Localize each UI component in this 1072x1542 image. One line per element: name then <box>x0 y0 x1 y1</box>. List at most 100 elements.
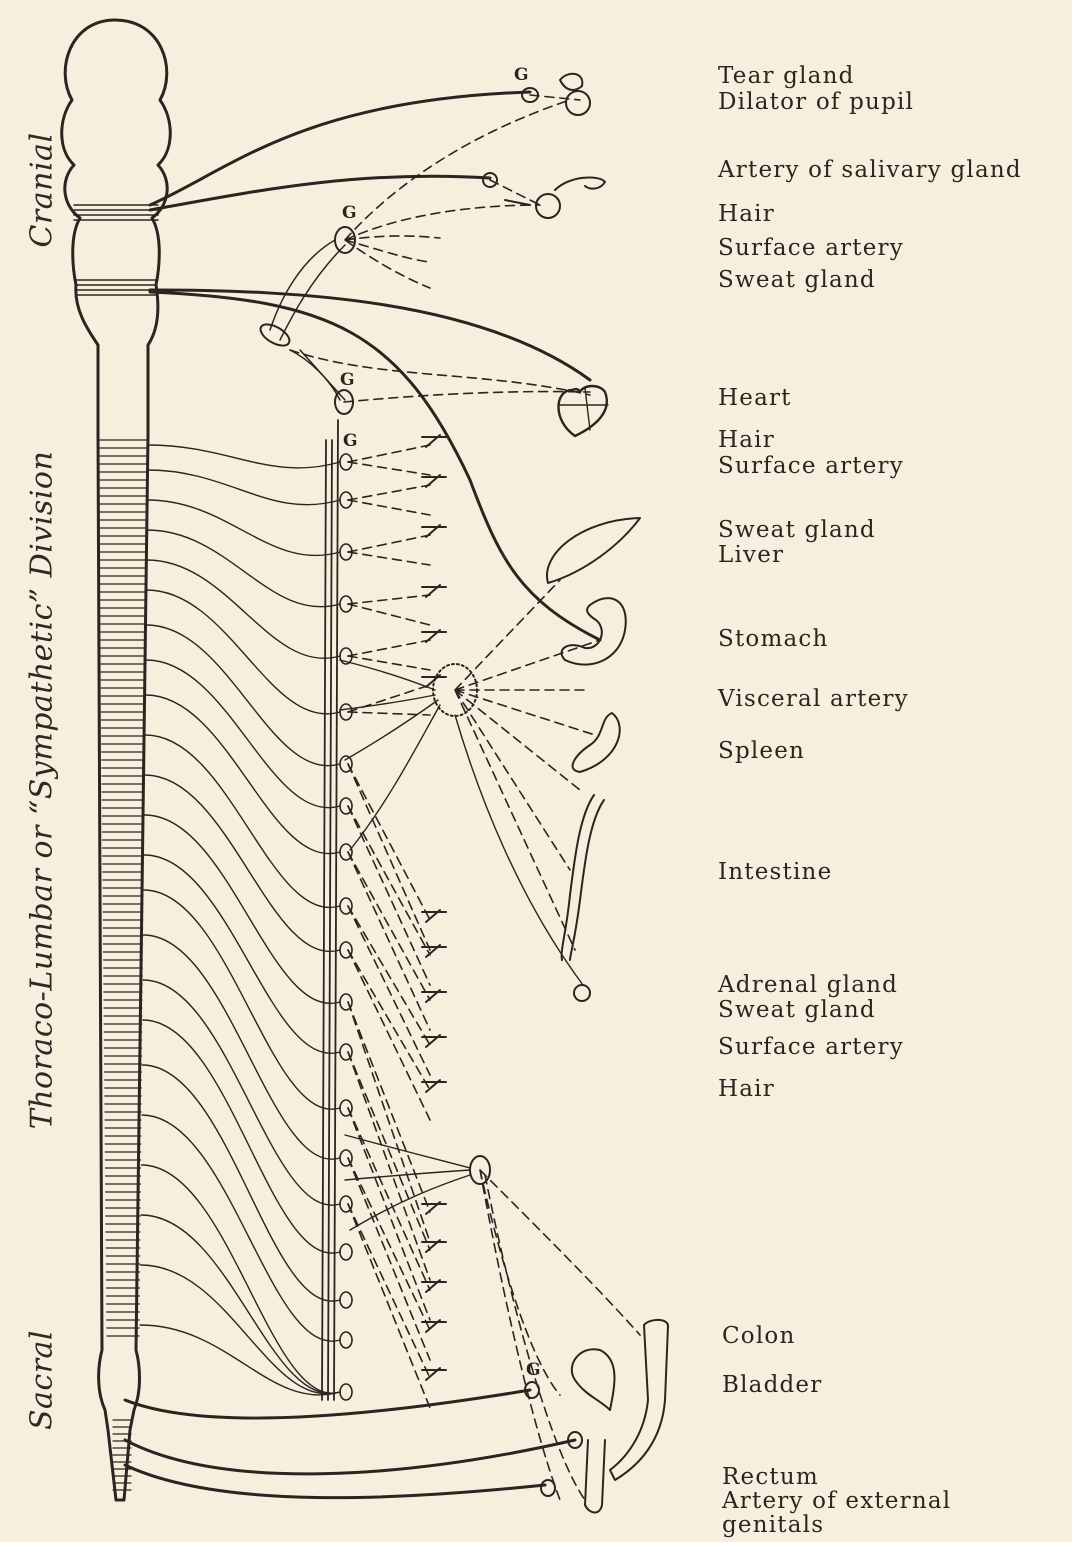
postganglionic-fiber <box>348 906 430 1045</box>
effector-mark <box>422 1368 446 1380</box>
organ-label: Surface artery <box>718 236 904 260</box>
spleen-organ <box>573 713 620 772</box>
postganglionic-fiber <box>348 485 430 500</box>
spinal-nerve <box>145 735 340 907</box>
spinal-nerve <box>141 1265 340 1394</box>
organ-label: Rectum <box>722 1465 819 1489</box>
spinal-nerves <box>140 445 340 1395</box>
spinal-nerve <box>144 855 340 1053</box>
organ-label: Visceral artery <box>718 687 909 711</box>
adrenal-ganglion <box>574 985 590 1001</box>
spinal-nerve <box>146 660 340 808</box>
cranial-nerves <box>150 92 600 640</box>
effector-mark <box>422 945 446 957</box>
spinal-nerve <box>142 1115 340 1341</box>
organ-label: Sweat gland <box>718 998 876 1022</box>
organ-label: Stomach <box>718 627 828 651</box>
organ-label: Hair <box>718 1077 775 1101</box>
organ-label: Dilator of pupil <box>718 90 914 114</box>
postganglionic-fiber <box>348 1158 430 1360</box>
spinal-nerve <box>147 530 340 607</box>
coeliac-fibers <box>455 580 600 950</box>
effector-mark <box>422 910 446 922</box>
postganglionic-fiber <box>348 656 430 670</box>
postganglionic-fiber <box>348 852 430 1030</box>
sacral-nerves <box>125 1390 575 1498</box>
organ-label: Sweat gland <box>718 518 876 542</box>
sacral-segment-lines <box>113 1420 131 1490</box>
chain-ganglion <box>340 1244 352 1260</box>
upper-dashed-fibers <box>290 95 590 402</box>
postganglionic-fiber <box>348 640 430 656</box>
organ-label: Surface artery <box>718 454 904 478</box>
chain-ganglia <box>340 454 352 1400</box>
organ-label: Adrenal gland <box>718 973 898 997</box>
splanchnic-nerves <box>340 660 583 985</box>
spinal-nerve <box>145 815 340 1003</box>
effector-mark <box>422 1280 446 1292</box>
spinal-nerve <box>146 695 340 854</box>
salivary-organ <box>505 177 605 218</box>
ganglion-marks: G G G G G <box>340 65 541 1380</box>
effector-mark <box>422 1202 446 1214</box>
ganglion-mark: G <box>340 370 355 390</box>
organ-label: genitals <box>722 1513 824 1537</box>
effector-mark <box>422 1080 446 1092</box>
ganglion-mark: G <box>343 431 358 451</box>
thoracic-segment-lines <box>99 440 147 1336</box>
organ-label: Hair <box>718 428 775 452</box>
organ-label: Artery of external <box>722 1489 951 1513</box>
organ-label: Spleen <box>718 739 805 763</box>
ganglion-mark: G <box>514 65 529 85</box>
postganglionic-fiber <box>348 535 430 552</box>
organ-label: Tear gland <box>718 64 855 88</box>
postganglionic-fiber <box>348 1002 430 1242</box>
organ-label: Liver <box>718 543 784 567</box>
organ-label: Surface artery <box>718 1035 904 1059</box>
cranial-bands <box>74 205 158 295</box>
pelvic-organs <box>572 1320 668 1513</box>
spinal-nerve <box>145 775 340 951</box>
upper-ganglia <box>257 88 538 414</box>
division-label-sacral: Sacral <box>25 1330 60 1430</box>
postganglionic-fiber <box>348 1108 430 1290</box>
effector-mark <box>422 990 446 1002</box>
spinal-nerve <box>143 980 340 1205</box>
liver-organ <box>547 518 640 583</box>
chain-ganglion <box>340 1292 352 1308</box>
spinal-nerve <box>146 625 340 766</box>
organ-label: Bladder <box>722 1373 822 1397</box>
postganglionic-fiber <box>348 950 430 1090</box>
spinal-nerve <box>147 500 340 556</box>
postganglionic-fiber <box>348 1204 430 1408</box>
chain-ganglion <box>340 1384 352 1400</box>
spinal-nerve <box>148 470 340 505</box>
postganglionic-fiber <box>348 1052 430 1250</box>
thoracic-segments <box>99 440 147 1336</box>
division-label-thoraco-lumbar: Thoraco-Lumbar or “Sympathetic” Division <box>25 451 60 1130</box>
eye-organ <box>560 74 590 115</box>
effector-mark <box>422 1240 446 1252</box>
postganglionic-fiber <box>348 806 430 985</box>
organ-label: Heart <box>718 386 792 410</box>
inferior-fibers <box>480 1170 640 1500</box>
ganglion-mark: G <box>526 1360 541 1380</box>
effector-mark <box>422 1320 446 1332</box>
spinal-nerve <box>142 1165 340 1393</box>
postganglionic-fibers <box>348 445 430 1408</box>
postganglionic-fiber <box>348 445 430 462</box>
division-label-cranial: Cranial <box>25 132 60 247</box>
postganglionic-fiber <box>348 604 430 625</box>
heart-organ <box>559 386 609 436</box>
spinal-nerve <box>148 445 340 468</box>
stomach-organ <box>562 598 626 664</box>
chain-ganglion <box>340 1332 352 1348</box>
spinal-nerve <box>141 1215 340 1393</box>
organ-label: Colon <box>722 1324 795 1348</box>
spinal-nerve <box>143 1020 340 1253</box>
postganglionic-fiber <box>348 552 430 565</box>
sacral-segments <box>113 1420 131 1490</box>
organ-label: Intestine <box>718 860 832 884</box>
effector-mark <box>422 1035 446 1047</box>
